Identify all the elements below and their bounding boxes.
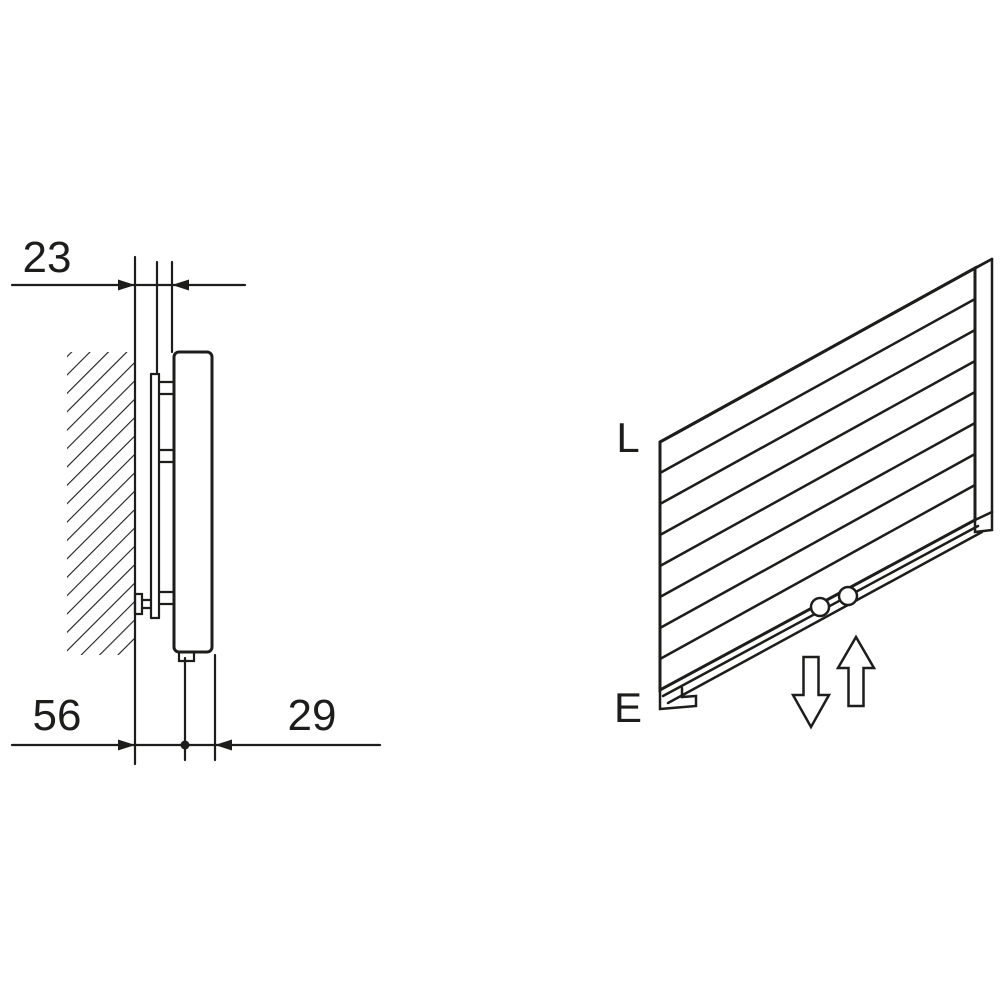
dimension-29-label: 29 [288, 691, 337, 740]
connection-port-icon [837, 585, 859, 607]
adjustment-screw [133, 592, 153, 616]
dimension-23: 23 [10, 233, 247, 291]
arrowhead-right-icon [118, 279, 135, 291]
left-foot [658, 686, 698, 711]
arrowhead-left-icon [172, 279, 189, 291]
panel-top-face [658, 257, 994, 444]
flow-up-arrow-icon [835, 634, 877, 708]
radiator-panel-3d [658, 257, 994, 693]
valve-connections [809, 585, 859, 618]
dimension-23-label: 23 [23, 233, 72, 282]
radiator-panel-side [172, 350, 214, 654]
wall-hatching [67, 352, 135, 655]
panel-right-face [973, 257, 994, 522]
flow-down-arrow-icon [790, 655, 832, 730]
panel-bottom-tab [177, 650, 196, 663]
side-view: 23 56 29 [10, 233, 382, 766]
arrowhead-right-icon [118, 739, 135, 751]
right-foot [973, 510, 994, 534]
slat-lines [658, 297, 977, 661]
perspective-view: L E [614, 257, 994, 731]
arrowhead-left-icon [215, 739, 232, 751]
dimension-56-label: 56 [33, 691, 82, 740]
dimension-56-29: 56 29 [10, 691, 382, 751]
mounting-bracket [133, 372, 176, 620]
label-L: L [616, 414, 639, 461]
connection-port-icon [809, 596, 831, 618]
dimension-dot-icon [180, 740, 190, 750]
label-E: E [614, 684, 642, 731]
